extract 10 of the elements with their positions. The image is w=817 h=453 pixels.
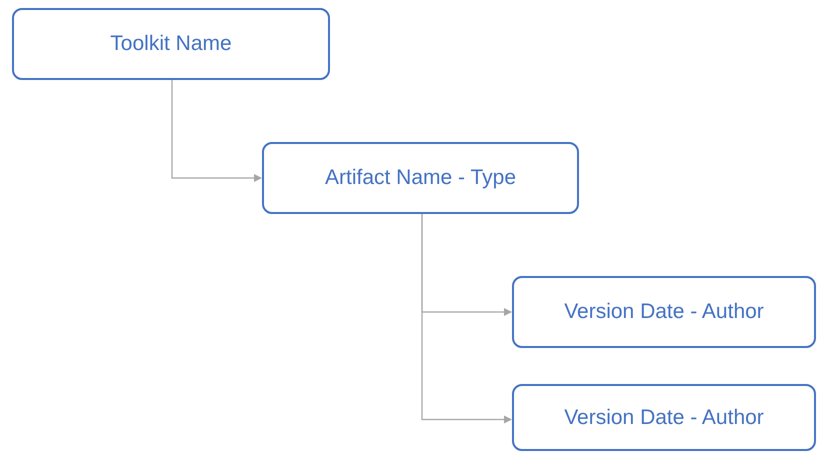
rounded-box (512, 384, 816, 451)
rounded-box (262, 142, 579, 214)
node-label: Version Date - Author (564, 406, 764, 430)
rounded-box (12, 8, 330, 80)
node-label: Version Date - Author (564, 300, 764, 324)
connector-arrow (171, 80, 262, 182)
node-label: Toolkit Name (110, 32, 232, 56)
node-label: Artifact Name - Type (324, 166, 516, 190)
connector-arrow (421, 214, 512, 424)
rounded-box (512, 276, 816, 348)
